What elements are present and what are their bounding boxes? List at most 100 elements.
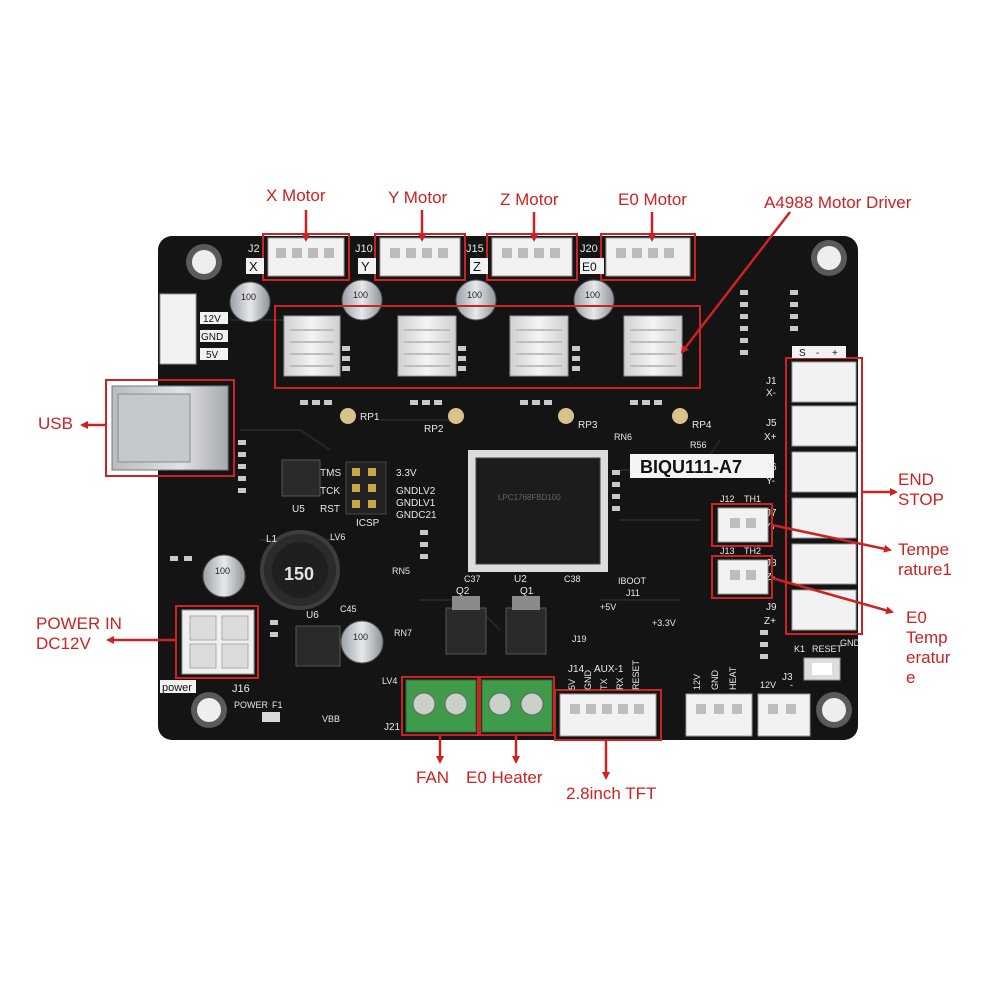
silk-y-minus: Y- <box>766 476 775 487</box>
cap-markings: 100 100 100 100 100 100 <box>215 290 600 642</box>
aux-pin-labels: 5V GND TX RX RESET <box>567 659 641 690</box>
silk-5v: 5V <box>206 350 219 361</box>
svg-text:LPC1768FBD100: LPC1768FBD100 <box>498 493 561 502</box>
usb-outline <box>105 379 235 477</box>
model-label-box <box>630 454 774 478</box>
silk-c38: C38 <box>564 574 581 584</box>
aux-pin-5v: 5V <box>567 679 577 690</box>
silk-gndlv1: GNDLV1 <box>396 498 436 509</box>
svg-text:100: 100 <box>215 566 230 576</box>
silk-tms: TMS <box>320 468 341 479</box>
label-end-stop: END STOP <box>898 470 944 509</box>
board-model-label: BIQU111-A7 <box>640 457 742 477</box>
silk-y-plus: Y+ <box>764 522 777 533</box>
bottom-pin-heat: HEAT <box>728 666 738 690</box>
silk-lv6: LV6 <box>330 532 345 542</box>
silk-vbb: VBB <box>322 714 340 724</box>
label-power-in: POWER IN DC12V <box>36 614 122 653</box>
silk-gndc21: GNDC21 <box>396 510 437 521</box>
silk-inductor: 150 <box>284 564 314 584</box>
silk-j16: J16 <box>232 683 250 695</box>
main-mcu: LPC1768FBD100 <box>468 450 608 572</box>
silk-power-led: POWER <box>234 700 269 710</box>
silk-th2: TH2 <box>744 546 761 556</box>
tft-outline <box>554 689 662 741</box>
silk-j2: J2 <box>248 243 260 255</box>
silk-j20: J20 <box>580 243 598 255</box>
icsp-header <box>345 461 387 515</box>
th2-connector <box>717 559 769 595</box>
silk-j10: J10 <box>355 243 373 255</box>
smd-components <box>170 290 798 659</box>
trim-potentiometers <box>340 408 688 424</box>
silk-j15: J15 <box>466 243 484 255</box>
bottom-pin-minus: - <box>790 680 793 690</box>
bottom-pin-gnd: GND <box>710 670 720 691</box>
label-usb: USB <box>38 414 73 433</box>
silk-f1: F1 <box>272 700 283 710</box>
silk-axis-z: Z <box>473 259 481 274</box>
silk-lv4: LV4 <box>382 676 397 686</box>
silk-j6: J6 <box>766 462 777 473</box>
label-z-motor: Z Motor <box>500 190 559 209</box>
silk-j21: J21 <box>384 722 401 733</box>
silk-z-minus: Z- <box>766 572 775 583</box>
mosfets <box>445 596 547 655</box>
silk-j5: J5 <box>766 418 777 429</box>
label-e0-heater: E0 Heater <box>466 768 543 787</box>
inductor-l1 <box>260 530 340 610</box>
silk-p5v: +5V <box>600 602 616 612</box>
aux-pin-tx: TX <box>599 678 609 690</box>
silk-x-plus: X+ <box>764 432 777 443</box>
power-side-labels <box>200 312 228 360</box>
j3-connector <box>757 693 811 737</box>
silk-icsp: ICSP <box>356 518 380 529</box>
power-side-connector <box>159 293 197 365</box>
silk-axis-x: X <box>249 259 258 274</box>
silk-ioot: IBOOT <box>618 576 647 586</box>
silk-r56: R56 <box>690 440 707 450</box>
fan-aux-connector <box>685 693 753 737</box>
screw-terminals <box>405 679 553 733</box>
silk-j9: J9 <box>766 602 777 613</box>
th2-outline <box>711 555 773 599</box>
silk-q1: Q1 <box>520 586 534 597</box>
silk-tck: TCK <box>320 486 340 497</box>
silk-j14: J14 <box>568 664 585 675</box>
silk-rp4: RP4 <box>692 420 712 431</box>
silk-gnd-right: GND <box>840 638 861 648</box>
silk-axis-y: Y <box>361 259 370 274</box>
label-x-motor: X Motor <box>266 186 326 205</box>
silk-rn5: RN5 <box>392 566 410 576</box>
bottom-pin-labels: 12V GND HEAT 12V - <box>692 666 793 690</box>
silk-u5: U5 <box>292 504 305 515</box>
silk-gndlv2: GNDLV2 <box>396 486 436 497</box>
silk-j13: J13 <box>720 546 735 556</box>
silk-u2: U2 <box>514 574 527 585</box>
u6-chip <box>295 625 341 667</box>
silk-minus: - <box>816 348 819 359</box>
silk-j19: J19 <box>572 634 587 644</box>
silk-j1: J1 <box>766 376 777 387</box>
silk-u6: U6 <box>306 610 319 621</box>
label-temperature1: Tempe rature1 <box>898 540 952 579</box>
silk-aux1: AUX-1 <box>594 664 624 675</box>
motor-connectors <box>267 237 691 277</box>
aux-pin-gnd: GND <box>583 670 593 691</box>
svg-text:100: 100 <box>585 290 600 300</box>
silk-k1: K1 <box>794 644 805 654</box>
label-fan: FAN <box>416 768 450 787</box>
silk-axis-e0: E0 <box>582 260 597 274</box>
annotation-arrows <box>80 210 898 780</box>
silk-z-plus: Z+ <box>764 616 776 627</box>
silk-th1: TH1 <box>744 494 761 504</box>
silk-rn7: RN7 <box>394 628 412 638</box>
electrolytic-capacitors <box>202 279 615 664</box>
svg-text:100: 100 <box>353 290 368 300</box>
label-tft: 2.8inch TFT <box>566 784 657 803</box>
label-e0-motor: E0 Motor <box>618 190 687 209</box>
silk-12v: 12V <box>203 314 221 325</box>
u5-chip <box>281 459 321 497</box>
tft-connector <box>559 693 657 737</box>
silk-33v: 3.3V <box>396 468 417 479</box>
